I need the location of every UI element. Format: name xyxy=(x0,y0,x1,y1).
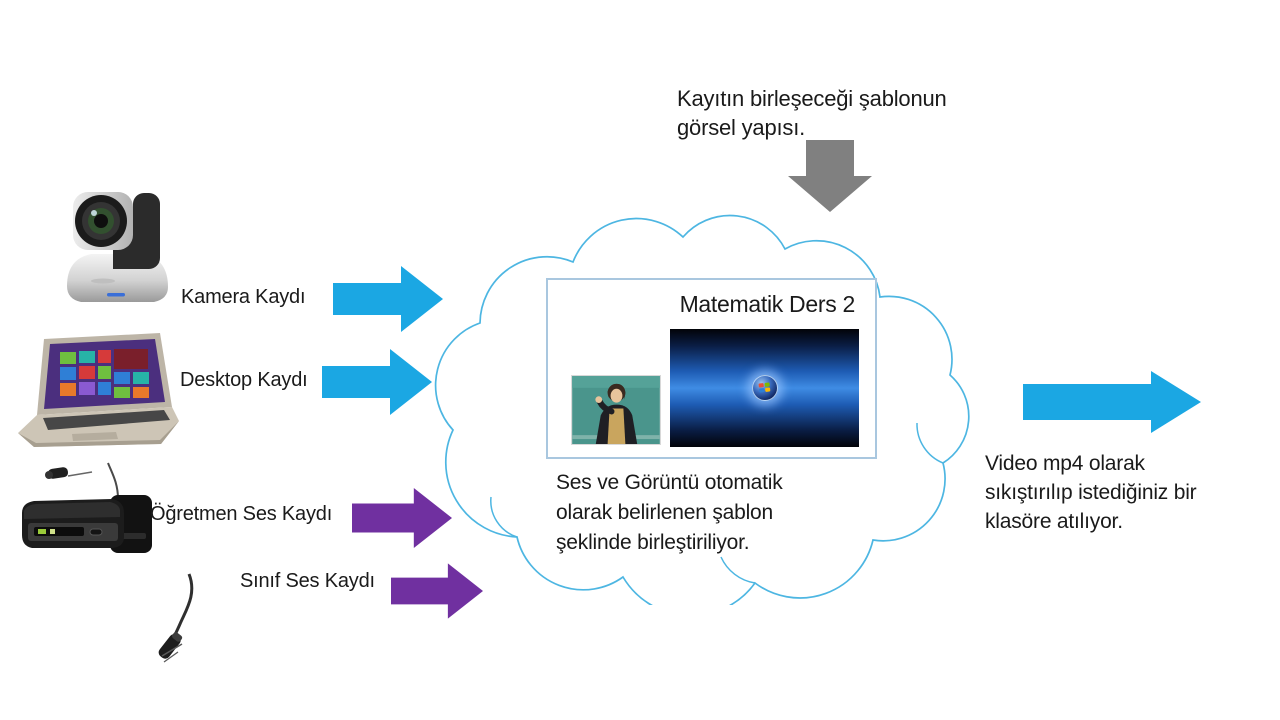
flow-arrow-camera xyxy=(333,266,443,332)
windows-orb-icon xyxy=(751,375,778,401)
top-annotation: Kayıtın birleşeceği şablonun görsel yapı… xyxy=(677,84,987,142)
ptz-camera-icon xyxy=(67,192,168,302)
down-arrow-icon xyxy=(788,140,872,212)
wireless-mic-kit-icon xyxy=(22,462,152,553)
source-label-camera: Kamera Kaydı xyxy=(181,286,306,308)
merge-caption-line-2: olarak belirlenen şablon xyxy=(556,501,774,524)
output-caption-line-1: Video mp4 olarak xyxy=(985,452,1145,475)
output-caption-line-2: sıkıştırılıp istediğiniz bir xyxy=(985,481,1197,504)
flow-arrow-class-audio xyxy=(391,563,483,619)
windows-desktop-thumbnail xyxy=(670,329,859,447)
output-arrow xyxy=(1023,371,1201,433)
output-caption: Video mp4 olarak sıkıştırılıp istediğini… xyxy=(985,449,1240,536)
flow-arrow-desktop xyxy=(322,349,432,415)
merge-caption-line-3: şeklinde birleştiriliyor. xyxy=(556,531,750,554)
flow-arrow-teacher-audio xyxy=(352,488,452,548)
windows-flag-icon xyxy=(758,382,771,393)
source-label-teacher-audio: Öğretmen Ses Kaydı xyxy=(150,503,333,525)
output-caption-line-3: klasöre atılıyor. xyxy=(985,510,1123,533)
merge-caption: Ses ve Görüntü otomatik olarak belirlene… xyxy=(556,468,826,558)
merge-caption-line-1: Ses ve Görüntü otomatik xyxy=(556,471,783,494)
top-annotation-line-1: Kayıtın birleşeceği şablonun xyxy=(677,86,947,111)
top-annotation-line-2: görsel yapısı. xyxy=(677,115,806,140)
source-label-desktop: Desktop Kaydı xyxy=(180,369,308,391)
source-label-class-audio: Sınıf Ses Kaydı xyxy=(240,570,375,592)
laptop-icon xyxy=(18,333,179,447)
template-title: Matematik Ders 2 xyxy=(679,291,856,317)
hanging-mic-icon xyxy=(158,573,194,663)
teacher-thumbnail xyxy=(571,375,661,445)
template-preview-box: Matematik Ders 2 xyxy=(546,278,877,459)
